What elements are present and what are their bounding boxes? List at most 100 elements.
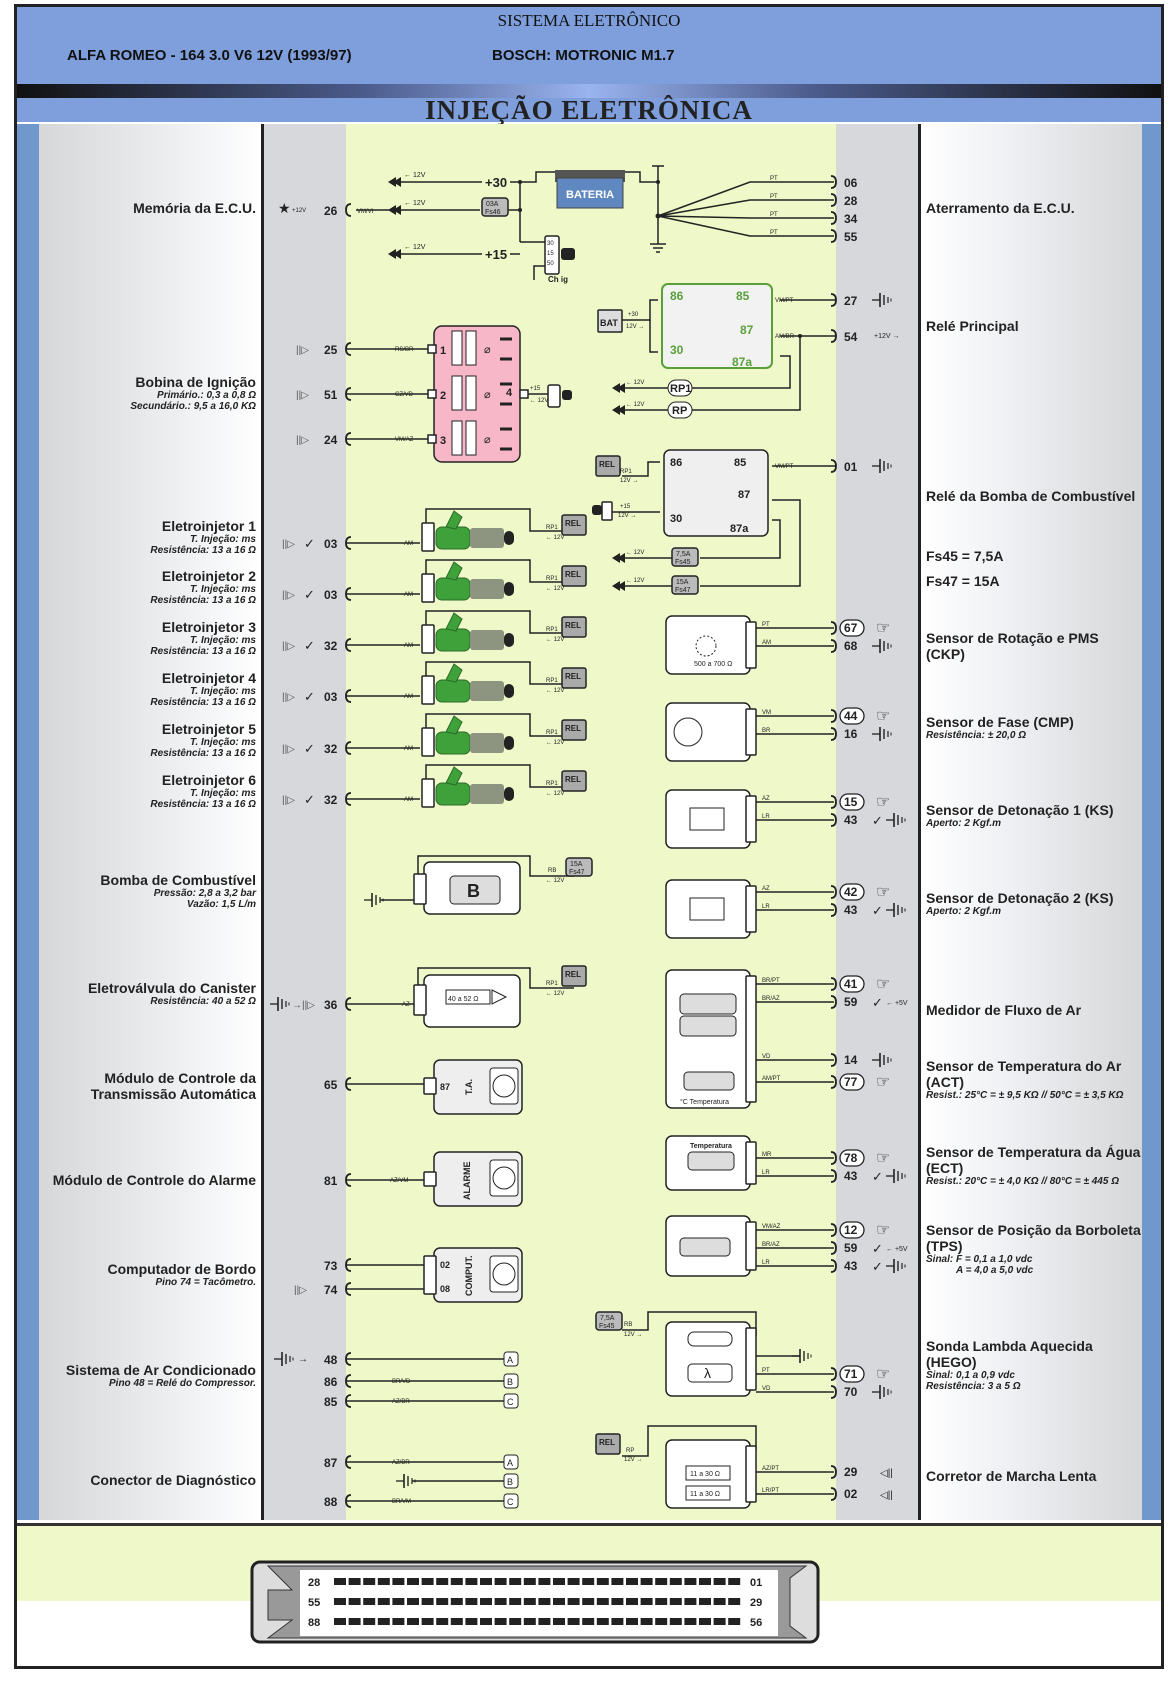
connector-pin xyxy=(669,1618,682,1625)
ecu-pin-hook xyxy=(345,1258,352,1272)
wire-label: RP1 xyxy=(546,576,558,582)
phase-sensor-icon xyxy=(673,717,703,747)
fuse-amp: 15A xyxy=(676,579,689,586)
potentiometer-icon xyxy=(679,1237,731,1257)
label-bomba-combustivel: Bomba de Combustível Pressão: 2,8 a 3,2 … xyxy=(100,872,256,910)
oscilloscope-probe-icon: ☞ xyxy=(876,620,890,637)
ecu-pin-number: 02 xyxy=(844,1487,858,1501)
connector-pin xyxy=(655,1578,668,1585)
injector-feed xyxy=(425,713,570,737)
sensor-connector xyxy=(745,621,757,669)
ecu-pin-hook xyxy=(345,1173,352,1187)
voltage-label: 12V → xyxy=(618,513,636,519)
ecu-pin-hook xyxy=(345,203,352,217)
injector-body xyxy=(435,577,471,601)
voltage-label: 12V → xyxy=(620,478,638,484)
injector-feed xyxy=(425,764,570,788)
fuse-icon xyxy=(481,197,509,217)
label-eletroinjetor-6: Eletroinjetor 6 T. Injeção: ms Resistênc… xyxy=(150,772,256,810)
label-fs45: Fs45 = 7,5A xyxy=(926,548,1004,564)
spark-icon: ⌀ xyxy=(484,344,491,356)
ecu-pin-hook xyxy=(345,1455,352,1469)
connector-row-start: 55 xyxy=(308,1597,320,1609)
wire xyxy=(624,171,658,183)
connector-pin xyxy=(348,1618,361,1625)
ecu-pin-number: 81 xyxy=(324,1174,338,1188)
voltage-label: ← 12V xyxy=(626,402,644,408)
connector-pin xyxy=(596,1578,609,1585)
pin-circle xyxy=(839,1149,865,1167)
check-icon: ✓ xyxy=(872,903,883,918)
system-title: SISTEMA ELETRÔNICO xyxy=(497,11,681,30)
ecu-pin-number: 32 xyxy=(324,742,338,756)
injector-connector xyxy=(421,727,435,757)
rel-tag xyxy=(561,667,587,689)
relay-terminal: 86 xyxy=(670,457,682,469)
diag-connector-pin xyxy=(503,1493,519,1509)
connector-pin xyxy=(684,1578,697,1585)
check-icon: ✓ xyxy=(304,587,315,602)
connector-pin xyxy=(553,1618,565,1625)
rel-tag-label: REL xyxy=(565,970,581,979)
wire-label: RP1 xyxy=(546,781,558,787)
ground-wire xyxy=(657,215,834,219)
wire-color-label: AZ xyxy=(762,796,770,802)
arrow-left-icon xyxy=(612,405,625,415)
connector-pin xyxy=(407,1618,419,1625)
pump-letter: B xyxy=(467,881,480,901)
connector-pin xyxy=(363,1598,376,1605)
rel-tag xyxy=(595,1433,621,1455)
connector-pin-letter: C xyxy=(507,1497,514,1507)
check-icon: ✓ xyxy=(872,1241,883,1256)
connector-pin xyxy=(567,1618,580,1625)
coil-winding xyxy=(465,420,477,456)
ecu-pin-hook xyxy=(830,995,837,1009)
pump-motor xyxy=(449,875,501,905)
wire xyxy=(520,171,556,183)
ecu-pin-hook xyxy=(345,792,352,806)
label-sensor-act: Sensor de Temperatura do Ar (ACT)Resist.… xyxy=(926,1058,1124,1101)
pin-circle xyxy=(839,1221,865,1239)
connector-pin xyxy=(392,1618,405,1625)
ecu-pin-hook xyxy=(345,1394,352,1408)
connector-pin xyxy=(640,1618,653,1625)
check-icon: ✓ xyxy=(304,536,315,551)
pulse-signal-icon: ||▷ xyxy=(294,1285,307,1296)
left-label-panel xyxy=(39,124,264,1520)
coil-terminal-number: 2 xyxy=(440,390,446,402)
temperatura-label: °C Temperatura xyxy=(680,1098,729,1106)
voltage-label: ← 12V xyxy=(404,244,426,251)
main-relay xyxy=(661,283,773,369)
ecu-pin-number: 12 xyxy=(844,1223,858,1237)
connector-pin xyxy=(450,1598,463,1605)
ecu-pin-hook xyxy=(830,621,837,635)
ecu-pin-number: 43 xyxy=(844,903,858,917)
voltage-label: +30 xyxy=(628,312,639,318)
wire xyxy=(622,461,660,477)
alarm-module-label: ALARME xyxy=(462,1162,472,1201)
wire-color-label: VM/PT xyxy=(775,298,794,304)
connector-pin xyxy=(567,1598,580,1605)
oscilloscope-probe-icon: ☞ xyxy=(876,1074,890,1091)
wire-color-label: PT xyxy=(770,230,778,236)
label-computador-bordo: Computador de Bordo Pino 74 = Tacômetro. xyxy=(107,1261,256,1288)
comput-pin: 08 xyxy=(440,1284,450,1294)
node xyxy=(655,213,661,219)
voltage-label: ← 12V xyxy=(546,688,564,694)
connector-pin xyxy=(699,1598,711,1605)
ignition-switch-small xyxy=(601,501,613,521)
fuse-name: Fs46 xyxy=(485,209,501,216)
ecu-pin-number: 28 xyxy=(844,194,858,208)
wire-color-label: PT xyxy=(770,176,778,182)
ecu-pin-number: 03 xyxy=(324,690,338,704)
pump-feed xyxy=(417,855,574,877)
connector-pin xyxy=(669,1578,682,1585)
ecu-pin-number: 68 xyxy=(844,639,858,653)
ecu-label: BOSCH: MOTRONIC M1.7 xyxy=(492,47,675,64)
ecu-pin-number: 25 xyxy=(324,343,338,357)
connector-pin xyxy=(567,1578,580,1585)
ta-module-label: T.A. xyxy=(464,1079,474,1095)
label-ar-condicionado: Sistema de Ar Condicionado Pino 48 = Rel… xyxy=(65,1362,256,1389)
key-icon xyxy=(562,390,572,400)
